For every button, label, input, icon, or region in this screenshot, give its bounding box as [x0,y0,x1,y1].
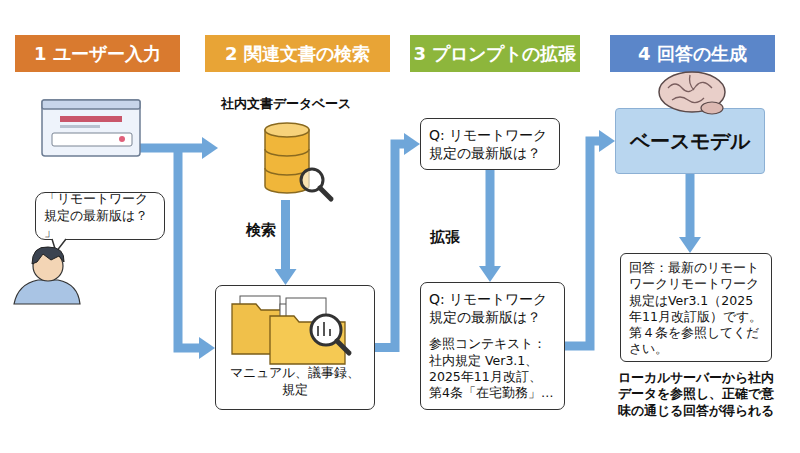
step-header: 2 関連文書の検索 [205,35,390,72]
node-text: マニュアル、議事録、 規定 [222,365,368,399]
browser-window-part [52,133,132,146]
node-body-text: 参照コンテキスト： 社内規定 Ver3.1、 2025年11月改訂、 第4条「在… [429,336,556,401]
folder-icon-part [311,315,341,345]
folder-icon-part [232,304,300,354]
step-header: 3 プロンプトの拡張 [410,35,580,72]
node-text: 「リモートワーク 規定の最新版は？」 [44,191,156,242]
step-header: 4 回答の生成 [610,35,775,72]
browser-window-part [60,125,100,128]
brain-icon-part [668,75,712,103]
input-arrow [140,144,202,153]
folder-icon-part [318,322,330,336]
input-arrow [178,148,199,348]
node-text: 2 関連文書の検索 [225,42,370,65]
flow-arrow [281,200,290,269]
flow-arrow [486,170,495,266]
browser-window-part [42,100,140,156]
node-text: 4 回答の生成 [638,42,747,65]
user-figure-part [33,251,63,281]
browser-window-part [60,116,122,122]
database-node: 社内文書データベース [218,96,353,200]
folder-icon-part [286,298,326,342]
database-icon-part [265,168,309,175]
node-text: Q: リモートワーク 規定の最新版は？ [429,290,556,326]
folder-icon-part [337,341,349,353]
folder-icon [232,296,349,364]
user-figure-part [32,247,64,264]
user-figure [14,239,80,304]
brain-icon-part [659,72,725,112]
folder-icon-part [280,304,320,348]
folder-icon-part [270,316,345,364]
note-text: ローカルサーバーから社内 データを参照し、正確で意 味の通じる回答が得られる [618,370,796,419]
database-icon-part [301,169,323,191]
node-text: 社内文書データベース [218,96,353,113]
brain-icon [659,72,725,114]
user-figure-part [14,280,80,304]
flow-arrow [375,144,404,348]
augmented-prompt-box: Q: リモートワーク 規定の最新版は？ 参照コンテキスト： 社内規定 Ver3.1… [420,282,565,410]
edge-label: 検索 [246,221,276,240]
flow-arrow [565,141,599,346]
node-text: 3 プロンプトの拡張 [414,42,577,65]
brain-icon-part [701,102,723,114]
node-text: ベースモデル [630,128,750,154]
speech-bubble: 「リモートワーク 規定の最新版は？」 [35,192,165,240]
edge-label: 拡張 [430,228,460,247]
user-figure-part [52,239,66,252]
input-arrows [140,148,202,348]
browser-window-part [42,100,140,109]
node-text: Q: リモートワーク 規定の最新版は？ [429,126,551,162]
document-box: マニュアル、議事録、 規定 [215,285,375,410]
browser-window [42,100,140,156]
node-text: 回答：最新のリモート ワークリモートワーク 規定はVer3.1（2025 年11… [629,260,763,358]
database-icon [265,123,331,199]
step-header: 1 ユーザー入力 [15,35,180,72]
database-icon-part [265,123,309,137]
flow-arrow [686,174,695,237]
query-box: Q: リモートワーク 規定の最新版は？ [420,118,560,170]
browser-window-part [119,136,125,142]
folder-icon-part [240,296,280,342]
database-icon-part [265,149,309,156]
node-text: 1 ユーザー入力 [34,42,161,65]
database-icon-part [265,130,309,193]
database-icon-part [320,188,331,199]
answer-box: 回答：最新のリモート ワークリモートワーク 規定はVer3.1（2025 年11… [620,253,772,362]
model-box: ベースモデル [615,108,765,174]
